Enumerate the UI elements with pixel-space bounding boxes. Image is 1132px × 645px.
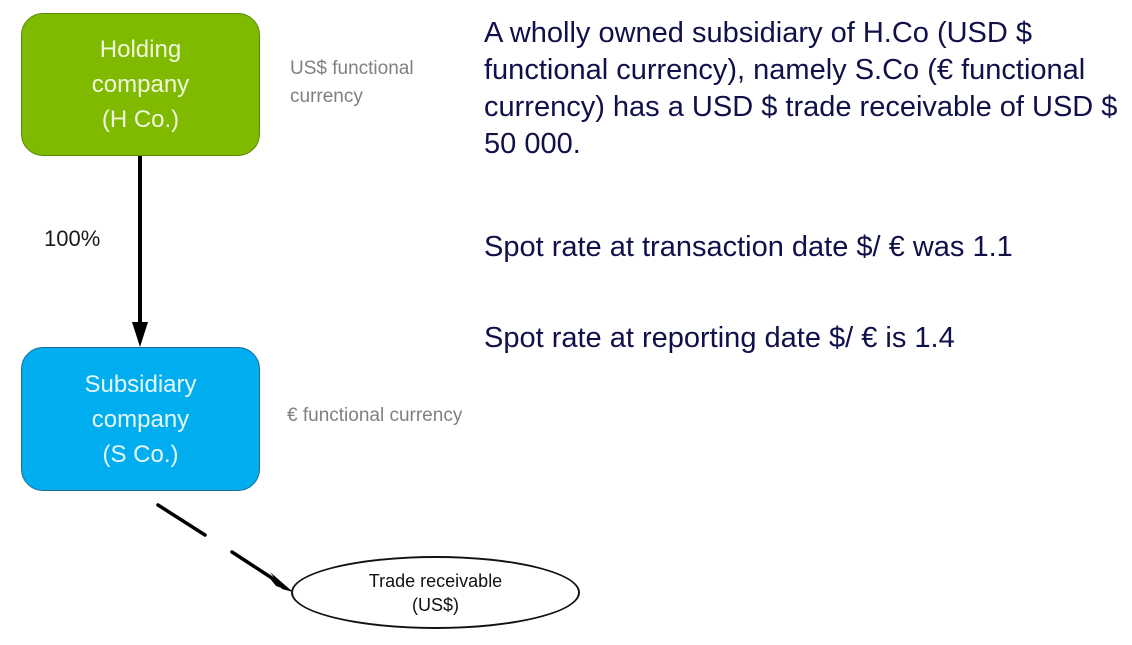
subsidiary-currency-note: € functional currency [287,405,463,426]
holding-currency-note: US$ functional currency [290,55,460,111]
subsidiary-company-box: Subsidiary company (S Co.) [21,347,260,491]
subsidiary-company-line-1: Subsidiary [84,370,197,398]
holding-currency-note-line-1: US$ functional [290,58,414,79]
holding-company-line-1: Holding [99,36,182,63]
holding-currency-note-line-2: currency [290,86,363,107]
subsidiary-company-line-2: company [91,405,190,433]
transaction-date-rate: Spot rate at transaction date $/ € was 1… [484,231,1013,263]
trade-receivable-line-1: Trade receivable [368,570,503,591]
ownership-percentage-label: 100% [44,226,101,251]
receivable-dashed-arrow [156,503,293,592]
scenario-description: A wholly owned subsidiary of H.Co (USD $… [484,17,1118,160]
holding-company-box: Holding company (H Co.) [21,13,260,156]
trade-receivable-line-2: (US$) [411,594,459,615]
trade-receivable-ellipse: Trade receivable (US$) [291,556,580,629]
subsidiary-company-line-3: (S Co.) [102,440,179,468]
ownership-arrow [132,156,148,347]
holding-company-line-2: company [91,71,190,98]
holding-company-line-3: (H Co.) [101,106,180,133]
reporting-date-rate: Spot rate at reporting date $/ € is 1.4 [484,322,955,354]
